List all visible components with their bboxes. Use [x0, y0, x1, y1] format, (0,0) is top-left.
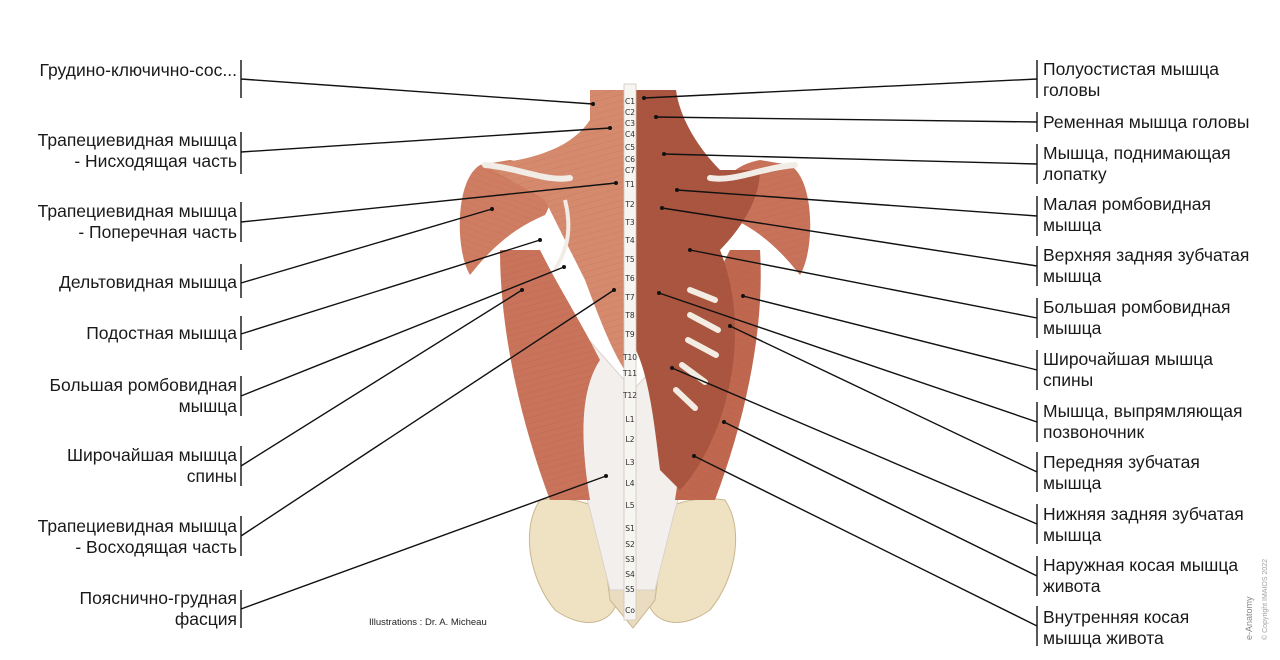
vertebra-label: S2 [625, 540, 635, 549]
vertebra-label: T2 [624, 200, 635, 209]
label-splenius-capitis: Ременная мышца головы [1043, 112, 1250, 132]
vertebra-label: T3 [624, 218, 635, 227]
vertebra-label: T8 [624, 311, 635, 320]
label-internal-oblique: Внутренняя косая мышца живота [1043, 607, 1190, 648]
vertebra-labels: C1C2C3C4C5C6C7T1T2T3T4T5T6T7T8T9T10T11T1… [622, 97, 637, 615]
label-thoracolumbar-fascia: Пояснично-грудная фасция [79, 588, 238, 629]
illustration-credit: Illustrations : Dr. A. Micheau [369, 617, 487, 628]
label-rhomboid-minor: Малая ромбовидная мышца [1043, 194, 1212, 235]
label-sternocleidomastoid: Грудино-ключично-сос... [39, 60, 237, 80]
vertebra-label: C6 [625, 155, 635, 164]
vertebra-label: S1 [625, 524, 635, 533]
label-deltoid: Дельтовидная мышца [59, 272, 237, 292]
label-semispinalis-capitis: Полуостистая мышца головы [1043, 59, 1219, 100]
vertebra-label: L5 [626, 501, 635, 510]
vertebra-label: T5 [624, 255, 635, 264]
vertebra-label: C1 [625, 97, 635, 106]
vertebra-label: C2 [625, 108, 635, 117]
vertebra-label: L1 [626, 415, 635, 424]
label-external-oblique: Наружная косая мышца живота [1043, 555, 1239, 596]
vertebra-label: S5 [625, 585, 635, 594]
label-trapezius-descending: Трапециевидная мышца - Нисходящая часть [37, 130, 237, 171]
vertebra-label: L2 [626, 435, 635, 444]
label-serratus-anterior: Передняя зубчатая мышца [1043, 452, 1200, 493]
vertebra-label: C4 [625, 130, 635, 139]
vertebra-label: S4 [625, 570, 635, 579]
label-latissimus-left: Широчайшая мышца спины [66, 445, 237, 486]
vertebra-label: S3 [625, 555, 635, 564]
label-trapezius-transverse: Трапециевидная мышца - Поперечная часть [37, 201, 237, 242]
vertebra-label: T6 [624, 274, 635, 283]
label-levator-scapulae: Мышца, поднимающая лопатку [1043, 143, 1231, 184]
vertebra-label: T9 [624, 330, 635, 339]
vertebra-label: C7 [625, 166, 635, 175]
vertebra-label: T11 [622, 369, 637, 378]
vertebra-label: T4 [624, 236, 635, 245]
label-latissimus-right: Широчайшая мышца спины [1043, 349, 1214, 390]
brand-watermark: e-Anatomy [1244, 596, 1254, 640]
vertebra-label: T7 [624, 293, 635, 302]
spine [623, 83, 637, 621]
vertebra-label: C5 [625, 143, 635, 152]
vertebra-label: L3 [626, 458, 635, 467]
vertebra-label: L4 [626, 479, 635, 488]
vertebra-label: T1 [624, 180, 635, 189]
label-erector-spinae: Мышца, выпрямляющая позвоночник [1043, 401, 1243, 442]
label-rhomboid-major-left: Большая ромбовидная мышца [49, 375, 237, 416]
label-infraspinatus: Подостная мышца [86, 323, 237, 343]
label-serratus-posterior-superior: Верхняя задняя зубчатая мышца [1043, 245, 1250, 286]
vertebra-label: T10 [622, 353, 637, 362]
vertebra-label: C3 [625, 119, 635, 128]
vertebra-label: T12 [622, 391, 637, 400]
label-serratus-posterior-inferior: Нижняя задняя зубчатая мышца [1043, 504, 1244, 545]
vertebra-label: Co [625, 606, 635, 615]
label-trapezius-ascending: Трапециевидная мышца - Восходящая часть [37, 516, 237, 557]
copyright-watermark: © Copyright IMAIOS 2022 [1262, 558, 1269, 640]
label-rhomboid-major-right: Большая ромбовидная мышца [1043, 297, 1231, 338]
